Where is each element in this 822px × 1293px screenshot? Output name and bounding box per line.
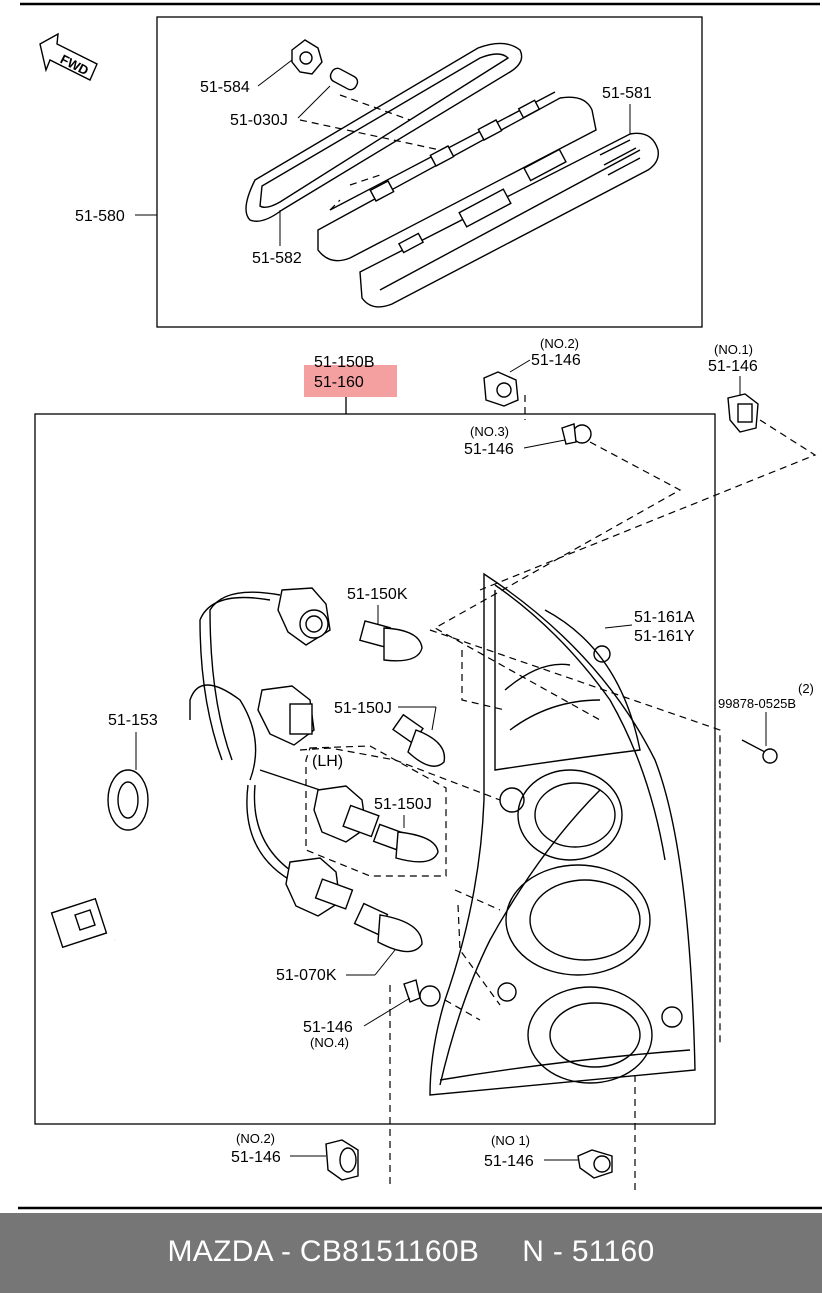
label-51-161y: 51-161Y <box>634 628 695 645</box>
label-51-582: 51-582 <box>252 250 302 267</box>
parts-diagram: FWD 51-584 51-030J 51-581 51-580 <box>18 2 822 1210</box>
label-no3: (NO.3) <box>470 424 509 439</box>
label-51-070k: 51-070K <box>276 967 337 984</box>
label-51-580: 51-580 <box>75 208 125 225</box>
upper-guide-lines <box>299 94 441 211</box>
label-no2-bottom: (NO.2) <box>236 1131 275 1146</box>
socket-lh-part <box>313 785 380 843</box>
label-51-146-no1-bottom: 51-146 <box>484 1153 534 1170</box>
label-no1-top: (NO.1) <box>714 342 753 357</box>
label-51-030j: 51-030J <box>230 112 288 129</box>
fwd-arrow-icon: FWD <box>39 32 98 81</box>
label-lh: (LH) <box>312 753 343 770</box>
label-51-150j-b: 51-150J <box>374 796 432 813</box>
wiring-harness-part <box>49 591 321 952</box>
bulb-51-150k-part <box>358 620 423 662</box>
bulb-51-150j-b-part <box>372 823 439 863</box>
clip-no4-part <box>403 979 441 1007</box>
clip-no2-top-part <box>483 371 519 407</box>
label-51-146-no4: 51-146 <box>303 1019 353 1036</box>
label-51-150k: 51-150K <box>347 586 408 603</box>
label-51-146-no1-top: 51-146 <box>708 358 758 375</box>
label-51-146-no3: 51-146 <box>464 441 514 458</box>
label-51-150j-a: 51-150J <box>334 700 392 717</box>
lamp-cover-part <box>245 42 523 222</box>
bulb-part <box>329 67 359 91</box>
label-51-153: 51-153 <box>108 712 158 729</box>
clip-no1-bottom-part <box>577 1149 613 1179</box>
screw-part <box>741 739 778 764</box>
bulb-51-070k-part <box>353 902 423 953</box>
socket-bottom-part <box>285 857 354 917</box>
upper-assembly-frame <box>156 16 703 328</box>
label-51-584: 51-584 <box>200 79 250 96</box>
label-99878-0525b: 99878-0525B <box>718 696 796 711</box>
lens-part <box>359 132 659 308</box>
label-no4: (NO.4) <box>310 1035 349 1050</box>
bulb-51-150j-a-part <box>392 713 446 767</box>
clip-no1-top-part <box>727 393 759 433</box>
footer-text: MAZDA - CB8151160B N - 51160 <box>167 1235 655 1268</box>
clip-no2-bottom-part <box>325 1139 359 1181</box>
rear-lamp-lens-part <box>429 572 696 1096</box>
part-number-footer: MAZDA - CB8151160B N - 51160 <box>0 1213 822 1293</box>
socket-part <box>291 39 323 75</box>
clip-no3-part <box>561 423 592 445</box>
label-51-160: 51-160 <box>314 374 364 391</box>
label-51-146-no2-top: 51-146 <box>531 352 581 369</box>
label-51-581: 51-581 <box>602 85 652 102</box>
lamp-housing-part <box>317 91 597 262</box>
socket-middle-part <box>257 685 315 746</box>
socket-top-part <box>277 587 331 646</box>
label-no2-top: (NO.2) <box>540 336 579 351</box>
fwd-label: FWD <box>58 51 91 78</box>
label-no1-bottom: (NO 1) <box>491 1133 530 1148</box>
lower-guide-lines <box>299 395 817 1190</box>
rear-combination-lamp-frame <box>34 413 716 1125</box>
label-51-161a: 51-161A <box>634 609 695 626</box>
highlight-51-160 <box>304 365 397 397</box>
label-51-150b: 51-150B <box>314 354 375 371</box>
lh-group-outline <box>305 745 447 877</box>
label-51-146-no2-bottom: 51-146 <box>231 1149 281 1166</box>
label-99878-qty: (2) <box>798 681 814 696</box>
